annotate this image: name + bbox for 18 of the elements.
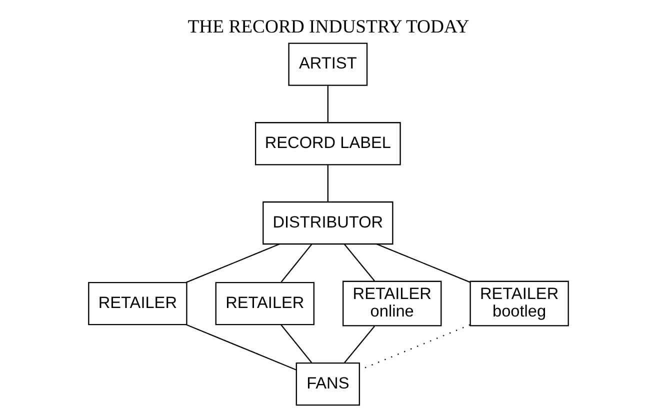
diagram-title: THE RECORD INDUSTRY TODAY <box>187 16 469 38</box>
node-box: RETAILER <box>214 282 314 326</box>
node-box: RETAILER <box>88 282 187 326</box>
node-box: FANS <box>295 362 360 406</box>
connector <box>344 326 375 363</box>
connector <box>326 165 328 202</box>
connector <box>185 244 280 283</box>
node-box: DISTRIBUTOR <box>262 201 393 245</box>
connector <box>326 86 328 122</box>
connector <box>343 244 374 282</box>
connector <box>280 324 312 363</box>
connector <box>280 244 312 282</box>
connector <box>185 324 296 370</box>
node-box: RETAILER online <box>342 280 442 326</box>
node-box: RECORD LABEL <box>254 122 400 166</box>
node-box: ARTIST <box>288 42 368 86</box>
node-box: RETAILER bootleg <box>469 280 568 326</box>
connector <box>376 244 470 283</box>
